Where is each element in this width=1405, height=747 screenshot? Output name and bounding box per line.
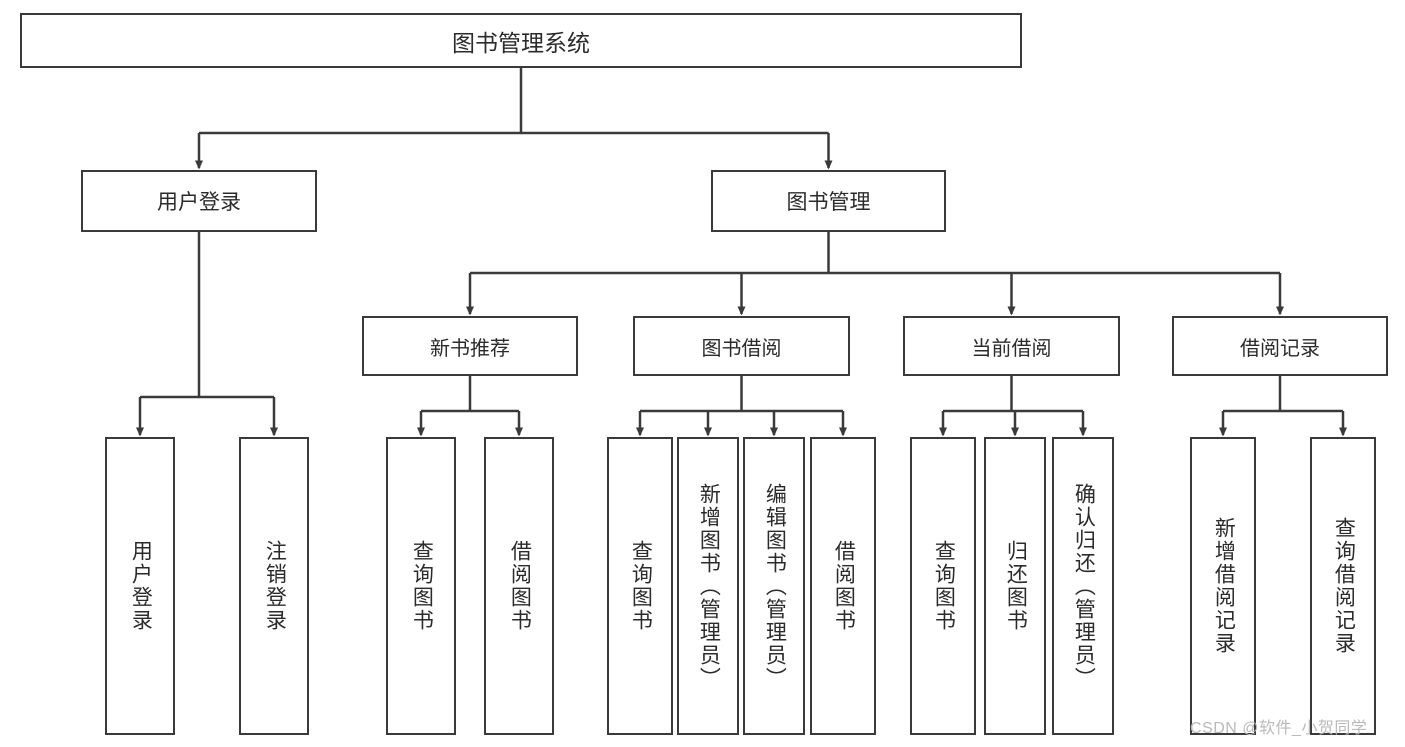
node-label: 借阅图书 [508,540,532,632]
node-label: 新增借阅记录 [1212,517,1236,655]
node-new-book-recommend[interactable]: 新书推荐 [362,316,578,376]
leaf-query-book-1[interactable]: 查询图书 [386,437,456,735]
node-label: 图书管理 [786,191,871,214]
connector-paths [136,68,1347,437]
node-label: 用户登录 [157,191,241,214]
node-label: 图书管理系统 [452,29,590,56]
node-label: 确认归还（管理员） [1072,482,1096,690]
leaf-borrow-book-2[interactable]: 借阅图书 [810,437,876,735]
leaf-add-book-admin[interactable]: 新增图书（管理员） [677,437,739,735]
leaf-query-book-2[interactable]: 查询图书 [607,437,673,735]
node-label: 查询图书 [932,540,956,632]
node-label: 当前借阅 [971,337,1052,360]
node-label: 图书借阅 [701,337,782,360]
watermark-text: CSDN @软件_小贺同学 [1190,720,1368,737]
node-user-login[interactable]: 用户登录 [81,170,317,232]
node-label: 新增图书（管理员） [697,482,721,690]
node-root[interactable]: 图书管理系统 [20,13,1022,68]
leaf-confirm-return-admin[interactable]: 确认归还（管理员） [1052,437,1114,735]
node-label: 借阅记录 [1240,337,1320,360]
leaf-edit-book-admin[interactable]: 编辑图书（管理员） [743,437,805,735]
node-current-borrow[interactable]: 当前借阅 [903,316,1120,376]
node-label: 新书推荐 [430,337,510,360]
node-book-borrow[interactable]: 图书借阅 [633,316,850,376]
node-label: 查询图书 [629,540,653,632]
leaf-query-borrow-record[interactable]: 查询借阅记录 [1310,437,1376,735]
leaf-return-book[interactable]: 归还图书 [984,437,1046,735]
leaf-user-login[interactable]: 用户登录 [105,437,175,735]
leaf-borrow-book-1[interactable]: 借阅图书 [484,437,554,735]
node-label: 借阅图书 [832,540,856,632]
node-book-manage[interactable]: 图书管理 [711,170,946,232]
leaf-logout-login[interactable]: 注销登录 [239,437,309,735]
node-label: 查询借阅记录 [1332,517,1356,655]
node-borrow-record[interactable]: 借阅记录 [1172,316,1388,376]
leaf-query-book-3[interactable]: 查询图书 [910,437,976,735]
node-label: 编辑图书（管理员） [763,482,787,690]
leaf-add-borrow-record[interactable]: 新增借阅记录 [1190,437,1256,735]
node-label: 用户登录 [129,540,153,632]
node-label: 归还图书 [1004,540,1028,632]
node-label: 查询图书 [410,540,434,632]
node-label: 注销登录 [263,540,287,632]
